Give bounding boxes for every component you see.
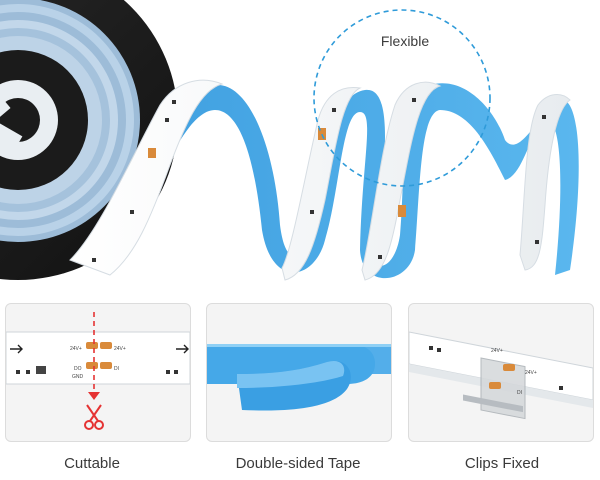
feature-caption-cuttable: Cuttable: [64, 455, 120, 472]
flexible-label: Flexible: [380, 33, 430, 49]
feature-caption-double-sided-tape: Double-sided Tape: [235, 455, 361, 472]
feature-card-cuttable: 24V+ 24V+ DI DO GND: [5, 303, 191, 442]
strip-marking-voltage-clip: 24V+: [491, 348, 503, 354]
flexible-callout-circle: [313, 9, 491, 187]
tape-icon: [207, 344, 391, 411]
strip-marking-gnd: GND: [72, 374, 84, 380]
hero-product-image: [0, 0, 579, 281]
strip-marking-do: DO: [74, 366, 82, 372]
scissors-icon: [84, 404, 104, 430]
strip-marking-di: DI: [114, 366, 119, 372]
feature-card-clips-fixed: 24V+ 24V+ DI: [408, 303, 594, 442]
feature-card-double-sided-tape: [206, 303, 392, 442]
led-strip-reel: [0, 0, 178, 280]
strip-marking-voltage-right: 24V+: [114, 346, 126, 352]
feature-caption-clips-fixed: Clips Fixed: [464, 455, 540, 472]
strip-marking-voltage-clip-right: 24V+: [525, 370, 537, 376]
strip-marking-voltage-left: 24V+: [70, 346, 82, 352]
strip-front-surface: [69, 79, 571, 281]
strip-marking-di-clip: DI: [517, 390, 522, 396]
clip-icon: [409, 331, 593, 420]
